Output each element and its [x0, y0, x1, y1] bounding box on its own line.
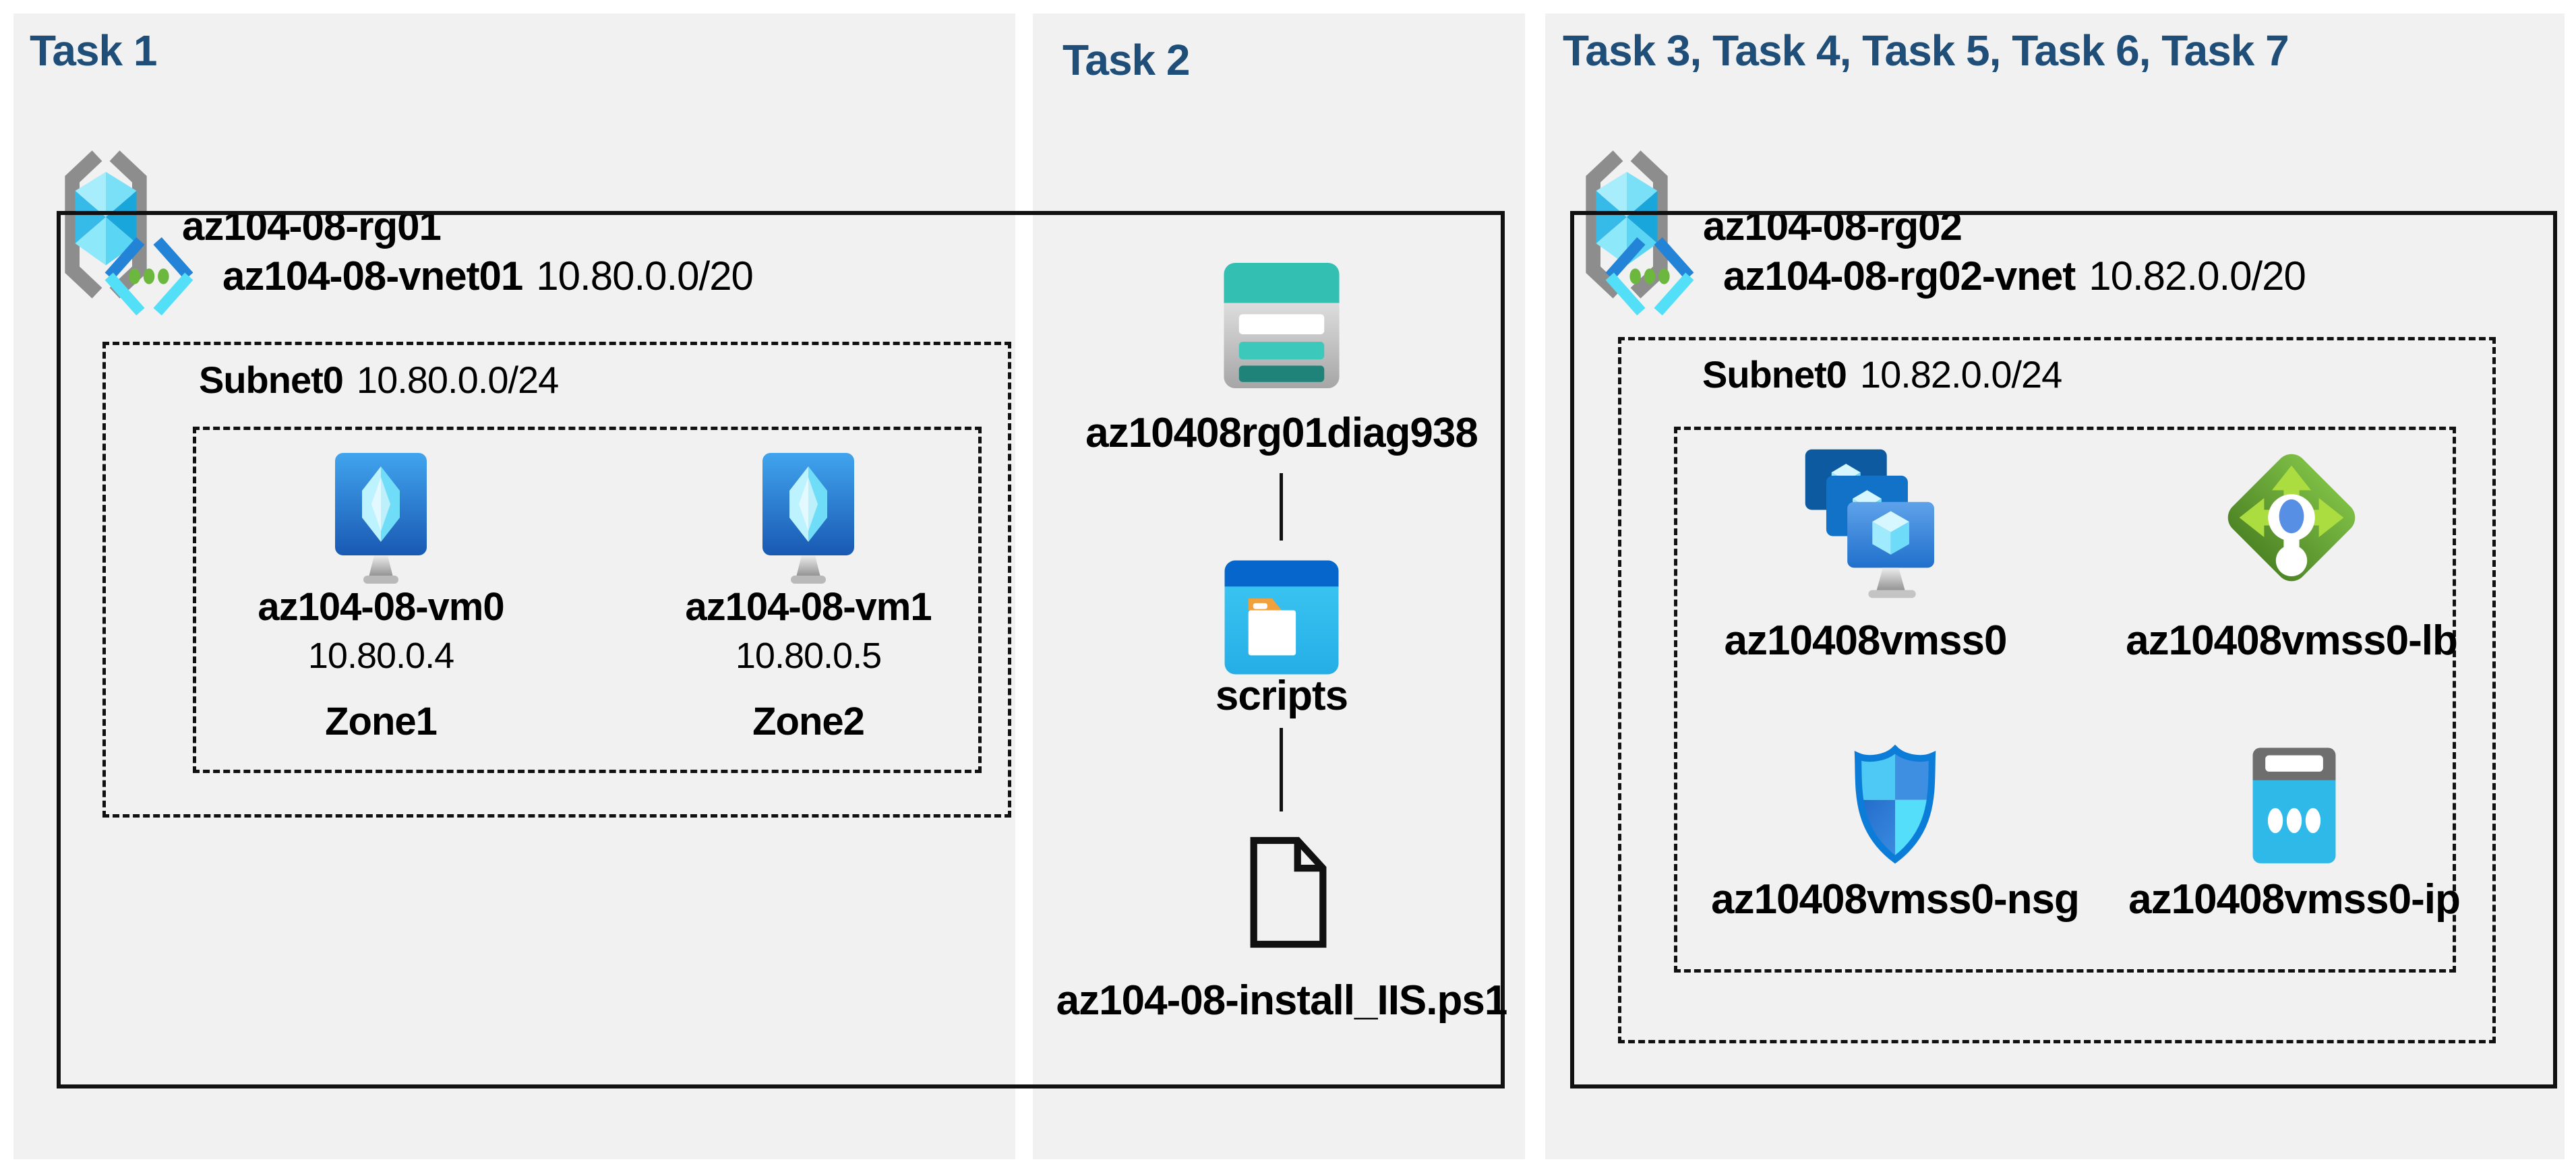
virtual-machine-icon: [327, 450, 435, 585]
connector-line: [1280, 473, 1283, 541]
vmss-icon: [1787, 441, 1945, 605]
subnet2-cidr: 10.82.0.0/24: [1859, 353, 2062, 396]
subnet1-name: Subnet0: [199, 359, 344, 401]
nsg-shield-icon: [1845, 741, 1946, 867]
vmss-label: az10408vmss0: [1724, 617, 2008, 664]
subnet1-label: Subnet0 10.80.0.0/24: [199, 359, 559, 401]
scripts-folder-label: scripts: [1215, 673, 1348, 719]
vm0-ip: 10.80.0.4: [307, 636, 454, 676]
storage-account-icon: [1219, 257, 1344, 394]
task1-header: Task 1: [30, 26, 157, 75]
resource-group-icon: [62, 150, 150, 299]
task2-header: Task 2: [1062, 36, 1190, 84]
load-balancer-icon: [2213, 439, 2370, 596]
virtual-machine-icon: [754, 450, 862, 585]
vm0-name: az104-08-vm0: [258, 585, 504, 629]
vnet2-box: [1570, 211, 2557, 1088]
virtual-network-icon: [98, 231, 200, 322]
vmss-resources-box: [1674, 427, 2456, 973]
script-file-label: az104-08-install_IIS.ps1: [1056, 977, 1508, 1024]
vnet1-label: az104-08-vnet01 10.80.0.0/20: [222, 253, 754, 299]
subnet2-box: [1618, 337, 2496, 1043]
panel-task3: [1545, 13, 2565, 1159]
vm0-zone: Zone1: [325, 700, 438, 743]
subnet1-box: [102, 342, 1011, 818]
lb-label: az10408vmss0-lb: [2126, 617, 2458, 664]
public-ip-label: az10408vmss0-ip: [2128, 876, 2461, 923]
vnet1-cidr: 10.80.0.0/20: [536, 253, 754, 299]
nsg-label: az10408vmss0-nsg: [1711, 876, 2080, 923]
storage-account-label: az10408rg01diag938: [1085, 410, 1478, 456]
vnet2-label: az104-08-rg02-vnet 10.82.0.0/20: [1723, 256, 2306, 297]
scripts-folder-icon: [1222, 558, 1341, 677]
connector-line: [1280, 728, 1283, 811]
vnet1-name: az104-08-vnet01: [222, 253, 523, 299]
vnet2-cidr: 10.82.0.0/20: [2089, 253, 2306, 299]
vm-zone-box: [193, 427, 982, 773]
panel-task1: [13, 13, 1015, 1159]
subnet2-label: Subnet0 10.82.0.0/24: [1702, 356, 2062, 394]
vm1-zone: Zone2: [752, 700, 865, 743]
virtual-network-icon: [1599, 231, 1700, 322]
task3-header: Task 3, Task 4, Task 5, Task 6, Task 7: [1563, 26, 2289, 75]
public-ip-icon: [2245, 743, 2343, 871]
vnet2-name: az104-08-rg02-vnet: [1723, 253, 2076, 299]
subnet1-cidr: 10.80.0.0/24: [356, 359, 559, 401]
script-file-icon: [1245, 826, 1332, 958]
vm1-name: az104-08-vm1: [685, 585, 932, 629]
vm1-ip: 10.80.0.5: [735, 636, 882, 676]
vnet1-box: [57, 211, 1505, 1088]
subnet2-name: Subnet0: [1702, 353, 1847, 396]
